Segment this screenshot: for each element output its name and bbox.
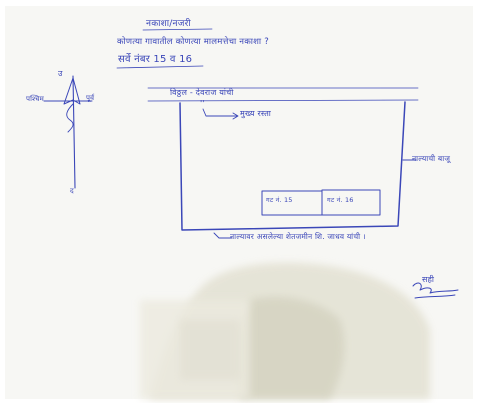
photo-shadow-block <box>180 320 240 380</box>
compass-arrow <box>63 77 81 105</box>
top-road-label: विठ्ठल - देवराज यांची <box>170 88 234 97</box>
plot-outline <box>179 101 406 231</box>
header-question: कोणत्या गावातील कोणत्या मालमत्तेचा नकाशा… <box>117 37 269 47</box>
compass-east: पूर्व <box>86 94 95 102</box>
plot-15-label: गट नं. 15 <box>266 196 293 204</box>
photo-shadow-dark <box>238 296 345 399</box>
compass-north: उ <box>58 69 63 78</box>
signature-underline <box>414 294 456 299</box>
signature-text: सही <box>422 275 435 284</box>
top-arrow <box>202 108 238 117</box>
top-arrow-head <box>232 112 239 120</box>
top-quote-marks: '' <box>200 99 205 108</box>
compass-south: द <box>70 187 74 195</box>
compass-squiggle <box>66 103 74 133</box>
plot-16-label: गट नं. 16 <box>327 196 354 204</box>
road-line-bottom <box>147 99 419 102</box>
bottom-arrow <box>213 232 233 239</box>
plot-16 <box>321 189 381 216</box>
right-side-label: नाल्याची बाजू <box>412 154 451 163</box>
header-underline <box>142 28 213 31</box>
compass-axis <box>72 75 76 189</box>
survey-line: सर्वे नंबर 15 व 16 <box>118 54 193 65</box>
bottom-label: नाल्यावर असलेल्या शेतजमीन शि. जाधव यांची… <box>230 232 366 241</box>
top-main-label: मुख्य रस्ता <box>240 109 272 118</box>
compass-west: पश्चिम <box>26 95 44 103</box>
header-title: नकाशा/नजरी <box>146 19 191 29</box>
survey-underline <box>116 65 204 69</box>
signature-scribble <box>412 282 459 294</box>
